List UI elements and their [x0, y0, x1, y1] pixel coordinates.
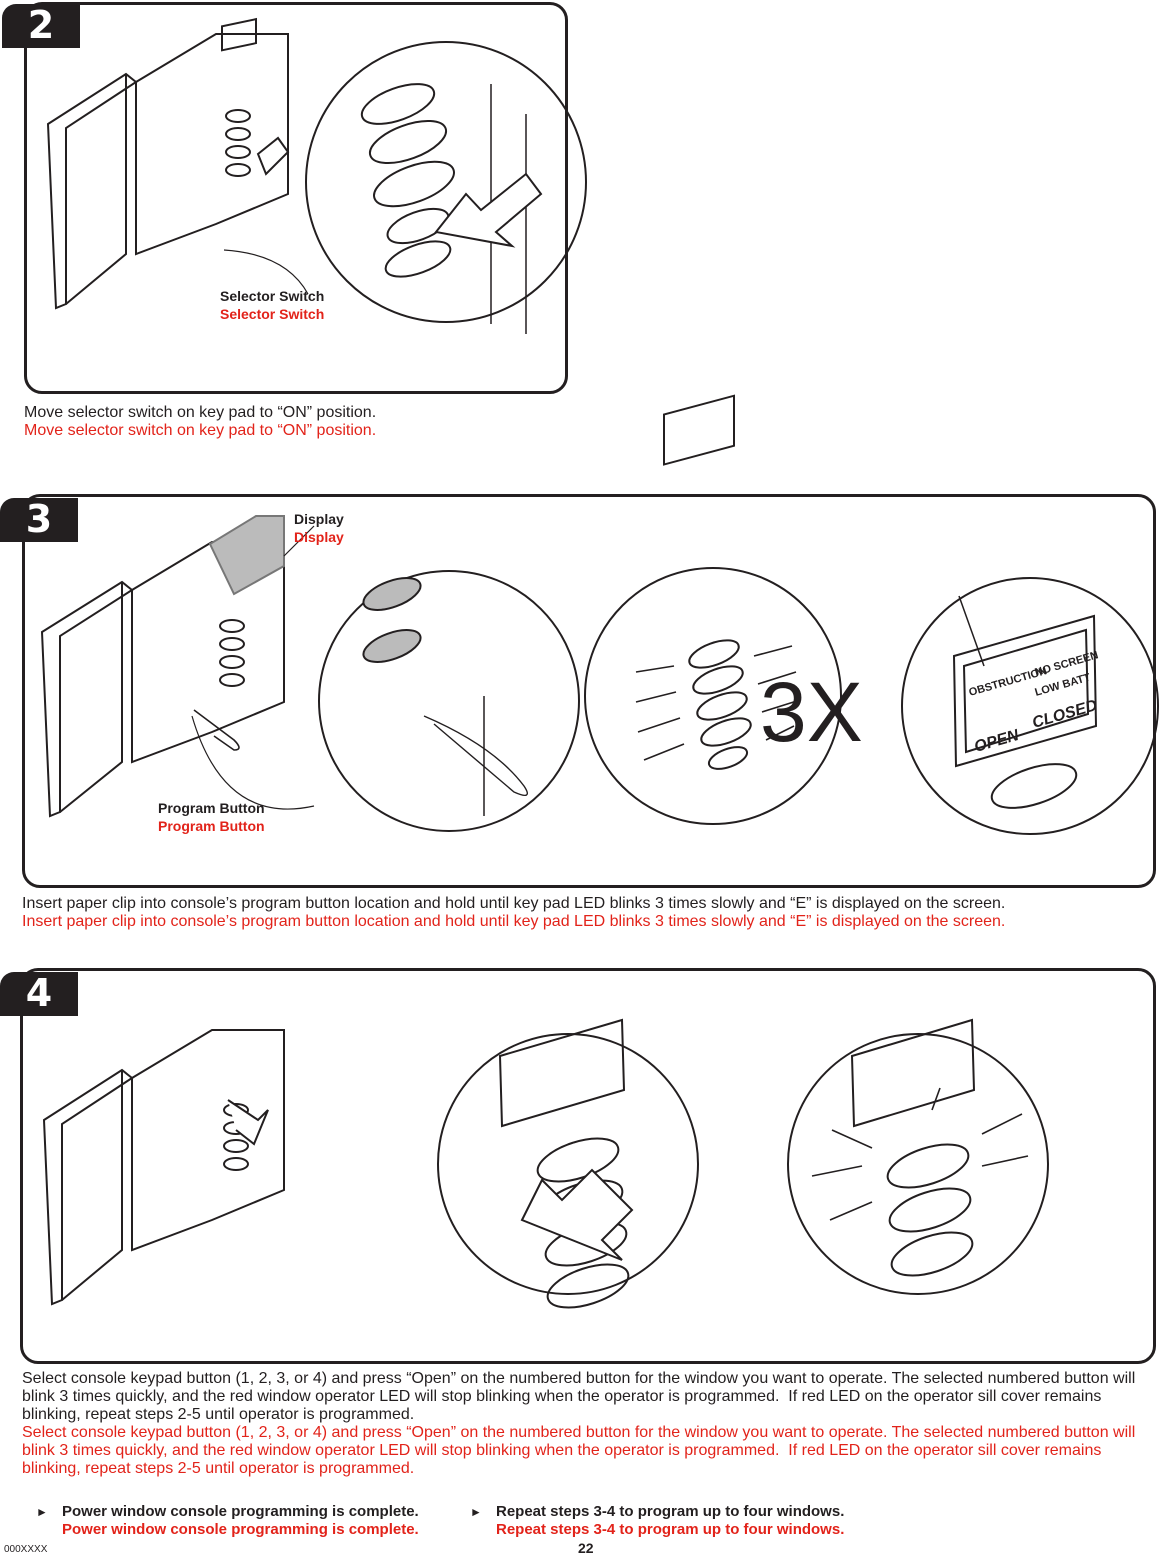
- note-repeat-steps-translated: Repeat steps 3-4 to program up to four w…: [496, 1521, 845, 1538]
- display-highlight: [208, 515, 285, 596]
- no-screen-label: NO SCREEN: [1034, 649, 1100, 679]
- display-label-translated: Display: [294, 529, 344, 545]
- program-button-label-translated: Program Button: [158, 818, 265, 834]
- pointer-arrow: [434, 172, 543, 248]
- console-bracket: [46, 72, 138, 310]
- step-3-illustration: OBSTRUCTION NO SCREEN LOW BATT CLOSED OP…: [40, 394, 1159, 835]
- step-4-panel: [20, 968, 1156, 1364]
- step-2-number: 2: [2, 4, 80, 48]
- step-2-caption-text: Move selector switch on key pad to “ON” …: [24, 404, 377, 421]
- step-3-caption-text: Insert paper clip into console’s program…: [22, 895, 1006, 912]
- display-closeup-circle: [901, 577, 1159, 835]
- display-label: Display: [294, 511, 344, 527]
- step-3-caption: Insert paper clip into console’s program…: [22, 895, 1162, 931]
- step-4-caption-translated: Select console keypad button (1, 2, 3, o…: [22, 1424, 1140, 1477]
- bullet-arrow-icon: ►: [470, 1505, 482, 1519]
- bullet-arrow-icon: ►: [36, 1505, 48, 1519]
- note-repeat-steps: ► Repeat steps 3-4 to program up to four…: [470, 1503, 936, 1539]
- console-closeup-circle: [318, 570, 580, 832]
- step-2-illustration: [46, 17, 587, 334]
- blink-count-label: 3X: [760, 665, 863, 759]
- button-press-circle: [437, 1033, 699, 1295]
- step-4-number: 4: [0, 972, 78, 1016]
- step-3-number: 3: [0, 498, 78, 542]
- button-blink-rays: [811, 1087, 1029, 1221]
- step-2-panel: [24, 2, 568, 394]
- keypad-blink-circle: [584, 567, 842, 825]
- note-repeat-steps-text: Repeat steps 3-4 to program up to four w…: [496, 1503, 845, 1520]
- display-callout: Display Display: [294, 510, 344, 546]
- step-4-caption: Select console keypad button (1, 2, 3, o…: [22, 1370, 1150, 1478]
- press-arrow: [520, 1168, 634, 1261]
- closed-label: CLOSED: [1030, 697, 1099, 732]
- selector-switch-callout: Selector Switch Selector Switch: [220, 287, 324, 323]
- zoom-keypad-buttons: [360, 83, 455, 278]
- step-2-caption: Move selector switch on key pad to “ON” …: [24, 404, 724, 440]
- program-button-label: Program Button: [158, 800, 265, 816]
- step-3-panel: [22, 494, 1156, 888]
- zoom-circle: [305, 41, 587, 323]
- selector-switch-label: Selector Switch: [220, 288, 325, 304]
- console-buttons: [225, 109, 251, 177]
- program-button-callout: Program Button Program Button: [158, 799, 265, 835]
- console-face: [135, 33, 289, 256]
- selector-switch-label-translated: Selector Switch: [220, 306, 325, 322]
- note-programming-complete: ► Power window console programming is co…: [36, 1503, 482, 1539]
- paper-clip: [193, 709, 240, 751]
- open-label: OPEN: [972, 727, 1021, 756]
- page-number: 22: [578, 1540, 594, 1556]
- step-4-illustration: [42, 1018, 1049, 1309]
- note-programming-complete-translated: Power window console programming is comp…: [62, 1521, 419, 1538]
- step-2-caption-translated: Move selector switch on key pad to “ON” …: [24, 422, 377, 439]
- blink-rays: [635, 645, 801, 761]
- button-blink-circle: [787, 1033, 1049, 1295]
- note-programming-complete-text: Power window console programming is comp…: [62, 1503, 419, 1520]
- step-4-caption-text: Select console keypad button (1, 2, 3, o…: [22, 1370, 1140, 1423]
- document-code: 000XXXX: [4, 1544, 48, 1555]
- step-3-caption-translated: Insert paper clip into console’s program…: [22, 913, 1006, 930]
